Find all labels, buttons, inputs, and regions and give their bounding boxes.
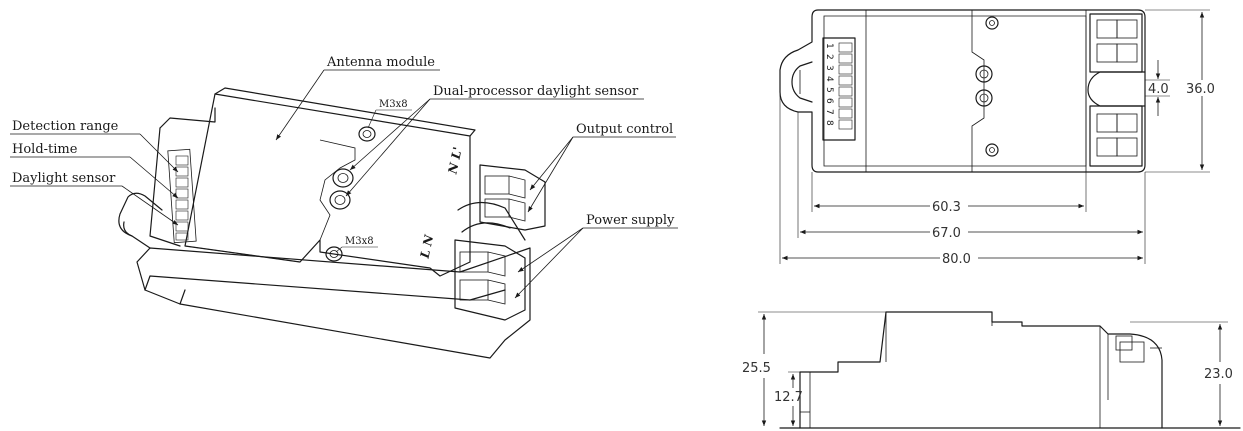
label-output-control: Output control bbox=[576, 122, 673, 137]
dip-switch-numbers: 1 2 3 4 5 6 7 8 bbox=[824, 43, 834, 126]
dim-length-total: 80.0 bbox=[942, 252, 971, 267]
dip-number: 4 bbox=[824, 76, 834, 82]
terminal-top-upper bbox=[1089, 13, 1143, 73]
dip-switch-top: 1 2 3 4 5 6 7 8 bbox=[822, 37, 856, 141]
terminal-power-label: L N bbox=[417, 233, 436, 261]
label-power-supply: Power supply bbox=[586, 213, 675, 228]
side-view-body bbox=[799, 311, 1163, 429]
dim-width: 36.0 bbox=[1186, 82, 1215, 97]
dip-number: 3 bbox=[824, 65, 834, 71]
dim-length-mid: 67.0 bbox=[932, 226, 961, 241]
side-view: 25.5 12.7 23.0 bbox=[742, 311, 1241, 429]
terminal-top-lower bbox=[1089, 105, 1143, 167]
terminal-output-iso bbox=[479, 164, 546, 231]
label-antenna-module: Antenna module bbox=[326, 55, 435, 70]
label-daylight-sensor: Daylight sensor bbox=[12, 171, 116, 186]
label-hold-time: Hold-time bbox=[12, 142, 78, 157]
dip-number: 6 bbox=[824, 98, 834, 104]
dip-number: 5 bbox=[824, 87, 834, 93]
top-view: 1 2 3 4 5 6 7 8 36.0 4.0 bbox=[779, 9, 1215, 267]
terminal-power-iso bbox=[454, 239, 526, 321]
label-detection-range: Detection range bbox=[12, 119, 119, 134]
label-screw-top: M3x8 bbox=[379, 99, 408, 110]
dim-height-total: 25.5 bbox=[742, 361, 771, 376]
dim-length-inner: 60.3 bbox=[932, 200, 961, 215]
dip-number: 2 bbox=[824, 54, 834, 60]
dim-slot: 4.0 bbox=[1148, 82, 1169, 97]
dim-height-low: 12.7 bbox=[774, 390, 803, 405]
top-view-body bbox=[779, 9, 1146, 173]
mounting-tab bbox=[118, 192, 163, 249]
dip-number: 1 bbox=[824, 43, 834, 49]
label-screw-bottom: M3x8 bbox=[345, 236, 374, 247]
terminal-output-label: N L' bbox=[445, 146, 465, 177]
isometric-view: N L' L N Antenna module Dual-processor d… bbox=[10, 55, 678, 359]
dip-number: 8 bbox=[824, 120, 834, 126]
dip-switch-iso bbox=[167, 148, 197, 244]
dim-height-right: 23.0 bbox=[1204, 367, 1233, 382]
dip-number: 7 bbox=[824, 109, 834, 115]
label-dual-processor: Dual-processor daylight sensor bbox=[433, 84, 639, 99]
housing-base bbox=[136, 247, 531, 359]
